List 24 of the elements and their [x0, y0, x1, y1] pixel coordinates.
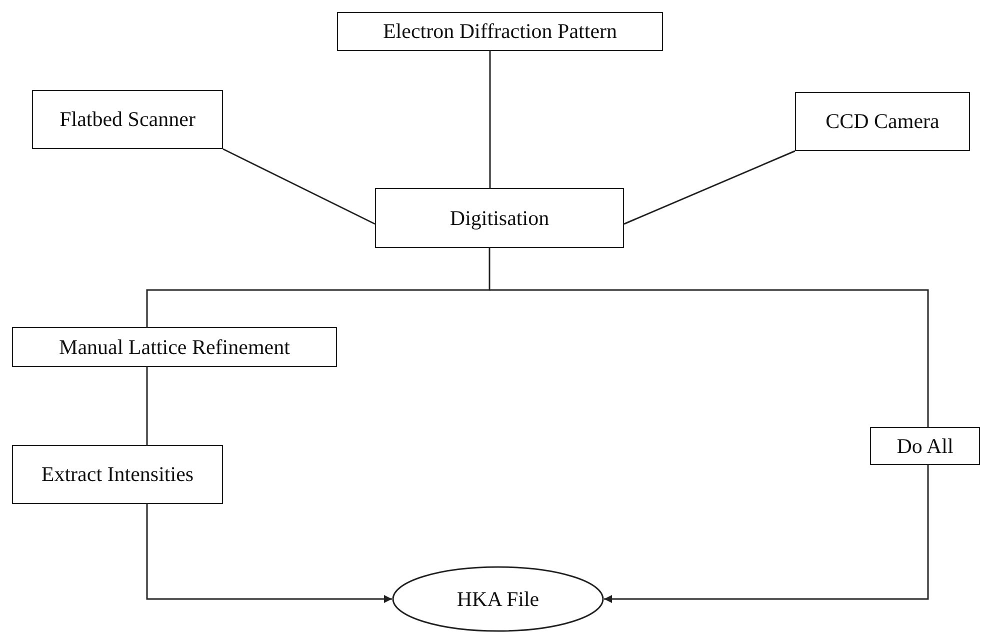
- connector-line: [624, 150, 796, 225]
- process-box: [337, 12, 663, 51]
- node-label: Manual Lattice Refinement: [59, 334, 290, 360]
- node-label: HKA File: [456, 586, 540, 612]
- process-box: [32, 90, 223, 149]
- file-ellipse: [392, 566, 604, 632]
- connector-line: [146, 367, 148, 445]
- connector-line: [222, 148, 376, 225]
- process-box: [795, 92, 970, 151]
- process-box: [12, 445, 223, 504]
- node-label: Digitisation: [450, 206, 550, 230]
- connector-line: [490, 289, 929, 427]
- process-box: [870, 427, 980, 465]
- process-box: [12, 327, 337, 367]
- connector-line: [489, 51, 491, 188]
- node-label: Electron Diffraction Pattern: [382, 19, 618, 44]
- node-label: Flatbed Scanner: [60, 107, 196, 132]
- node-label: Do All: [896, 434, 954, 458]
- arrow: [146, 504, 392, 603]
- node-label: CCD Camera: [826, 109, 940, 134]
- node-label: Extract Intensities: [41, 462, 194, 487]
- arrow: [604, 465, 929, 603]
- connector-line: [146, 248, 490, 327]
- process-box: [375, 188, 624, 248]
